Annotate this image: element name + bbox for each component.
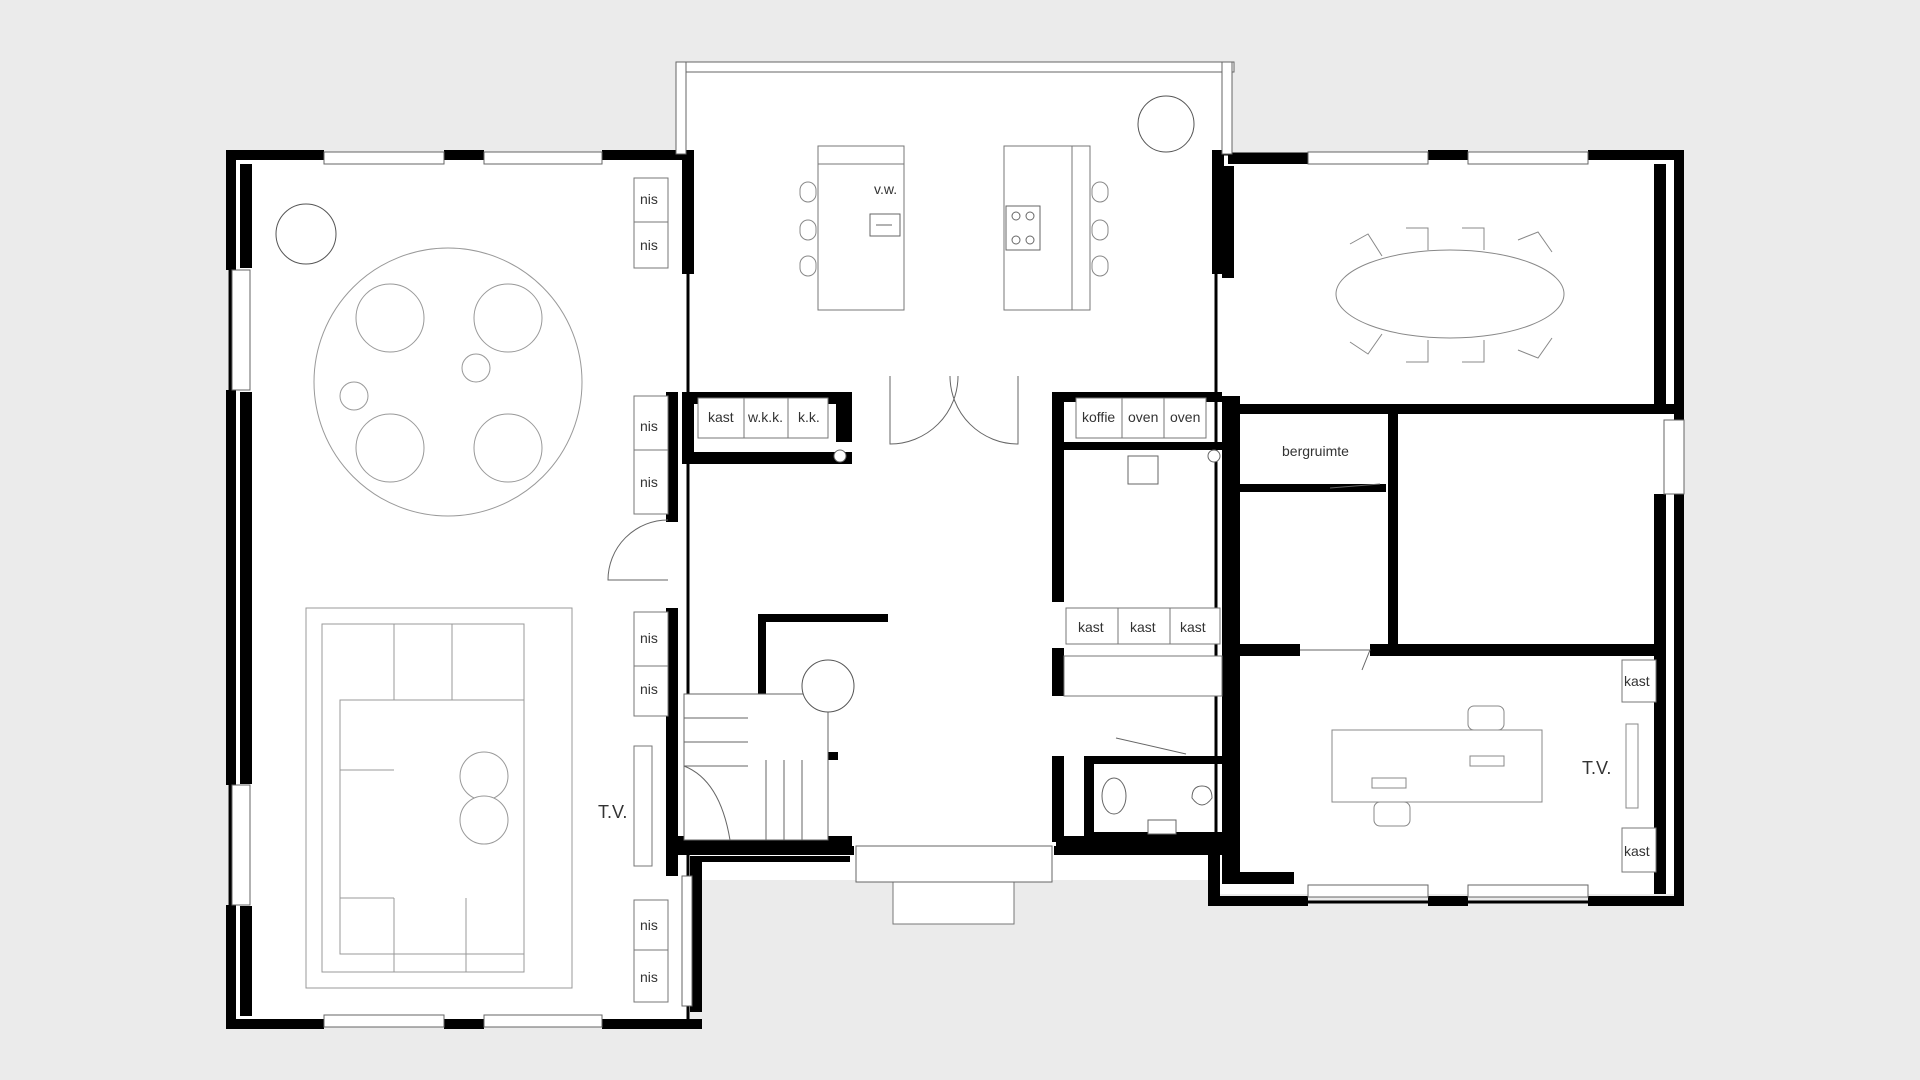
sofa-area <box>305 607 573 989</box>
label-nis-7: nis <box>640 917 658 933</box>
sink-icon <box>869 213 901 237</box>
wall-outline <box>228 152 1680 1027</box>
label-nis-6: nis <box>640 681 658 697</box>
lounge-round-area <box>313 247 583 517</box>
cooktop-icon <box>1005 205 1041 251</box>
label-wkk: w.k.k. <box>747 409 783 425</box>
label-nis-8: nis <box>640 969 658 985</box>
drain-icon-2 <box>1207 449 1221 463</box>
label-kast-top: kast <box>708 409 734 425</box>
label-tv-left: T.V. <box>598 802 627 822</box>
label-nis-1: nis <box>640 191 658 207</box>
office-desk <box>1331 705 1639 827</box>
toilet-icon <box>1101 777 1127 815</box>
island-right <box>1003 145 1091 311</box>
label-nis-4: nis <box>640 474 658 490</box>
cabinets <box>633 177 1657 1003</box>
bar-stools <box>799 181 1109 277</box>
drain-icon <box>833 449 847 463</box>
label-kast-right-1: kast <box>1624 673 1650 689</box>
kitchen-islands <box>817 145 1091 311</box>
label-nis-3: nis <box>640 418 658 434</box>
kitchen-sink-icon <box>1127 455 1159 485</box>
label-kast-3: kast <box>1180 619 1206 635</box>
label-tv-right: T.V. <box>1582 758 1611 778</box>
label-vw: v.w. <box>874 181 897 197</box>
label-koffie: koffie <box>1082 409 1115 425</box>
plant-icon <box>275 95 1195 713</box>
label-nis-2: nis <box>640 237 658 253</box>
label-kast-right-2: kast <box>1624 843 1650 859</box>
dining-table <box>1335 227 1565 363</box>
label-oven-2: oven <box>1170 409 1200 425</box>
staircase <box>683 693 829 841</box>
label-nis-5: nis <box>640 630 658 646</box>
label-kk: k.k. <box>798 409 820 425</box>
label-oven-1: oven <box>1128 409 1158 425</box>
urinal-icon <box>1191 785 1213 806</box>
label-kast-2: kast <box>1130 619 1156 635</box>
doors <box>607 375 1381 755</box>
wc-sink <box>1147 819 1177 835</box>
label-bergruimte: bergruimte <box>1282 443 1349 459</box>
island-left <box>817 145 905 311</box>
windows <box>231 61 1685 1028</box>
coffee-table <box>459 751 509 801</box>
label-kast-1: kast <box>1078 619 1104 635</box>
rug <box>305 607 573 989</box>
labels: nis nis nis nis nis nis nis nis kast w.k… <box>598 181 1650 985</box>
